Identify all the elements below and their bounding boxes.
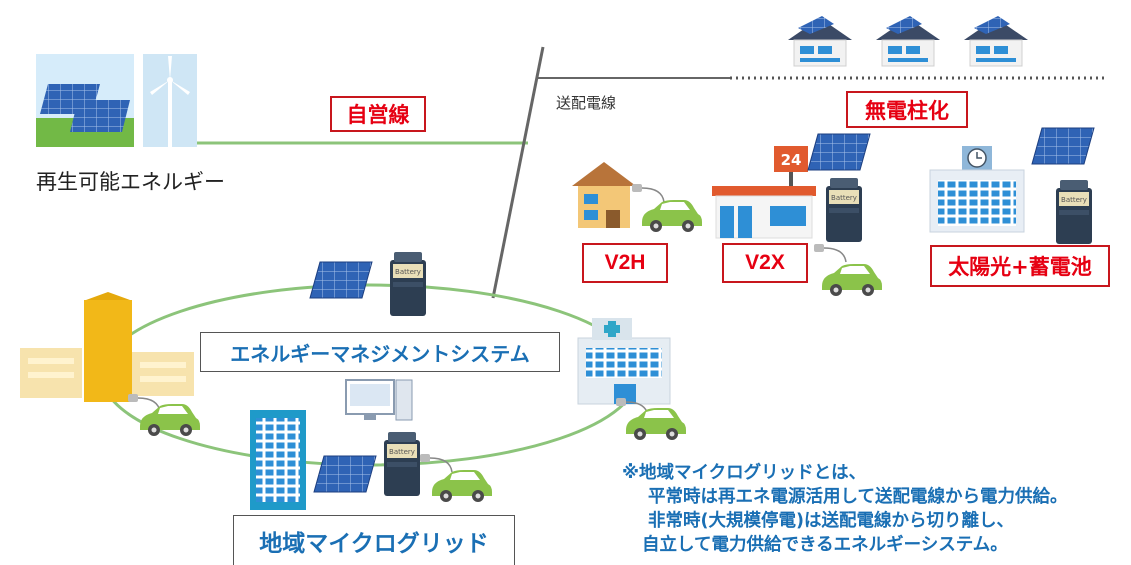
note-line: 平常時は再エネ電源活用して送配電線から電力供給。 [648,487,1068,507]
battery-icon [384,432,420,496]
office-building-icon [20,292,194,402]
ev-car-icon [822,264,882,296]
ev-car-icon [140,404,200,436]
v2h-house-icon [572,162,636,228]
svg-text:24: 24 [781,151,802,169]
house-icon [787,15,853,67]
ev-car-icon [642,200,702,232]
distribution-pole-line [491,46,545,299]
charger-icon [813,243,847,263]
solar-panel-icon [313,455,377,493]
hospital-icon [577,318,671,405]
note-line: 自立して電力供給できるエネルギーシステム。 [642,535,1008,555]
battery-icon [1056,180,1092,244]
private-line-label: 自営線 [330,96,426,132]
battery-icon [390,252,426,316]
solar-farm-icon [36,54,134,147]
distribution-line-label: 送配電線 [556,94,617,112]
note-line: 非常時(大規模停電)は送配電線から切り離し、 [648,511,1014,531]
computer-icon [345,379,413,421]
battery-icon [826,178,862,242]
public-building-icon [929,146,1025,233]
solar-storage-label: 太陽光+蓄電池 [930,245,1110,287]
microgrid-note: ※地域マイクログリッドとは、 平常時は再エネ電源活用して送配電線から電力供給。 … [622,461,1067,557]
wind-turbine-icon [143,54,197,147]
tower-building-icon [250,410,306,510]
charger-icon [127,393,161,413]
solar-panel-icon [807,133,871,171]
charger-icon [631,183,665,203]
ems-label: エネルギーマネジメントシステム [200,332,560,372]
house-icon [875,15,941,67]
note-line: ※地域マイクログリッドとは、 [622,463,867,483]
renewable-energy-label: 再生可能エネルギー [36,170,225,194]
v2h-label: V2H [582,243,668,283]
convenience-store-icon: 24 [712,146,816,239]
undergrounding-label: 無電柱化 [846,91,968,128]
ev-car-icon [432,470,492,502]
house-icon [963,15,1029,67]
microgrid-title: 地域マイクログリッド [233,515,515,565]
solar-panel-icon [309,261,373,299]
solar-panel-icon [1031,127,1095,165]
v2x-label: V2X [722,243,808,283]
ev-car-icon [626,408,686,440]
